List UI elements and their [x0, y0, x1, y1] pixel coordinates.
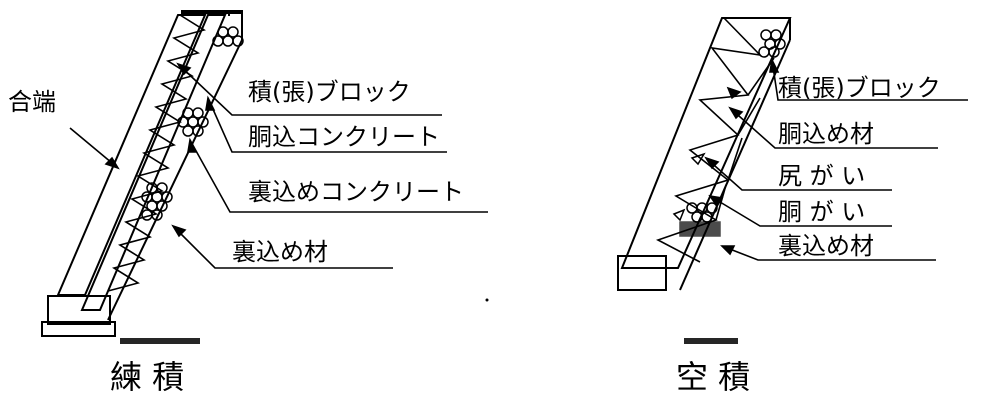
right-backfill-line: [679, 39, 791, 291]
stray-mark: [485, 298, 489, 302]
right-foundation: [617, 255, 667, 291]
left-leader-filling: [207, 97, 447, 153]
right-leader-body-shim: [709, 195, 892, 227]
right-label-body-shim: 胴 が い: [778, 198, 865, 226]
right-stone-cluster-top: [758, 29, 786, 58]
right-stone-cluster-low: [679, 202, 721, 237]
right-leaders: [704, 57, 968, 261]
left-caption: 練 積: [110, 358, 184, 396]
right-block-band: [620, 17, 792, 269]
left-stone-cluster-mid: [177, 107, 209, 137]
right-label-tail-shim: 尻 が い: [778, 162, 865, 190]
left-clipped-text: [120, 338, 200, 344]
right-label-backfill: 裏込め材: [778, 232, 874, 260]
label-joint: 合端: [8, 88, 56, 116]
left-leader-backfill: [172, 225, 393, 269]
left-footing: [41, 321, 116, 337]
left-foundation: [47, 295, 111, 325]
right-leader-backfill: [721, 245, 936, 261]
right-clipped-text: [684, 338, 738, 344]
left-block-pattern: [107, 14, 206, 292]
left-backfill-line: [107, 39, 243, 321]
right-butt-shim: [726, 86, 742, 100]
left-backing-band: [80, 14, 227, 311]
right-leader-tail-shim: [705, 157, 892, 191]
left-leader-block: [177, 63, 442, 116]
left-label-filling-concrete: 胴込コンクリート: [248, 123, 440, 151]
right-tail-shim: [690, 152, 706, 166]
left-leader-back-concrete: [189, 139, 488, 213]
left-leaders: [69, 62, 488, 269]
right-stone-clusters: [672, 29, 786, 237]
left-label-backfill: 裏込め材: [232, 238, 328, 266]
left-arrowhead-joint: [104, 156, 120, 170]
right-body-shim: [672, 208, 686, 222]
left-label-back-concrete: 裏込めコンクリート: [248, 178, 464, 206]
right-leader-filling: [729, 107, 938, 149]
left-stone-clusters: [141, 26, 244, 221]
left-label-block: 積(張)ブロック: [248, 78, 411, 106]
right-label-block: 積(張)ブロック: [778, 74, 941, 102]
right-label-filling: 胴込め材: [778, 120, 874, 148]
left-stone-cluster-top: [212, 26, 244, 47]
right-leader-block: [771, 59, 968, 101]
left-stone-cluster-low: [141, 182, 173, 221]
right-caption: 空 積: [676, 358, 750, 396]
left-wall-structure: [41, 10, 243, 337]
